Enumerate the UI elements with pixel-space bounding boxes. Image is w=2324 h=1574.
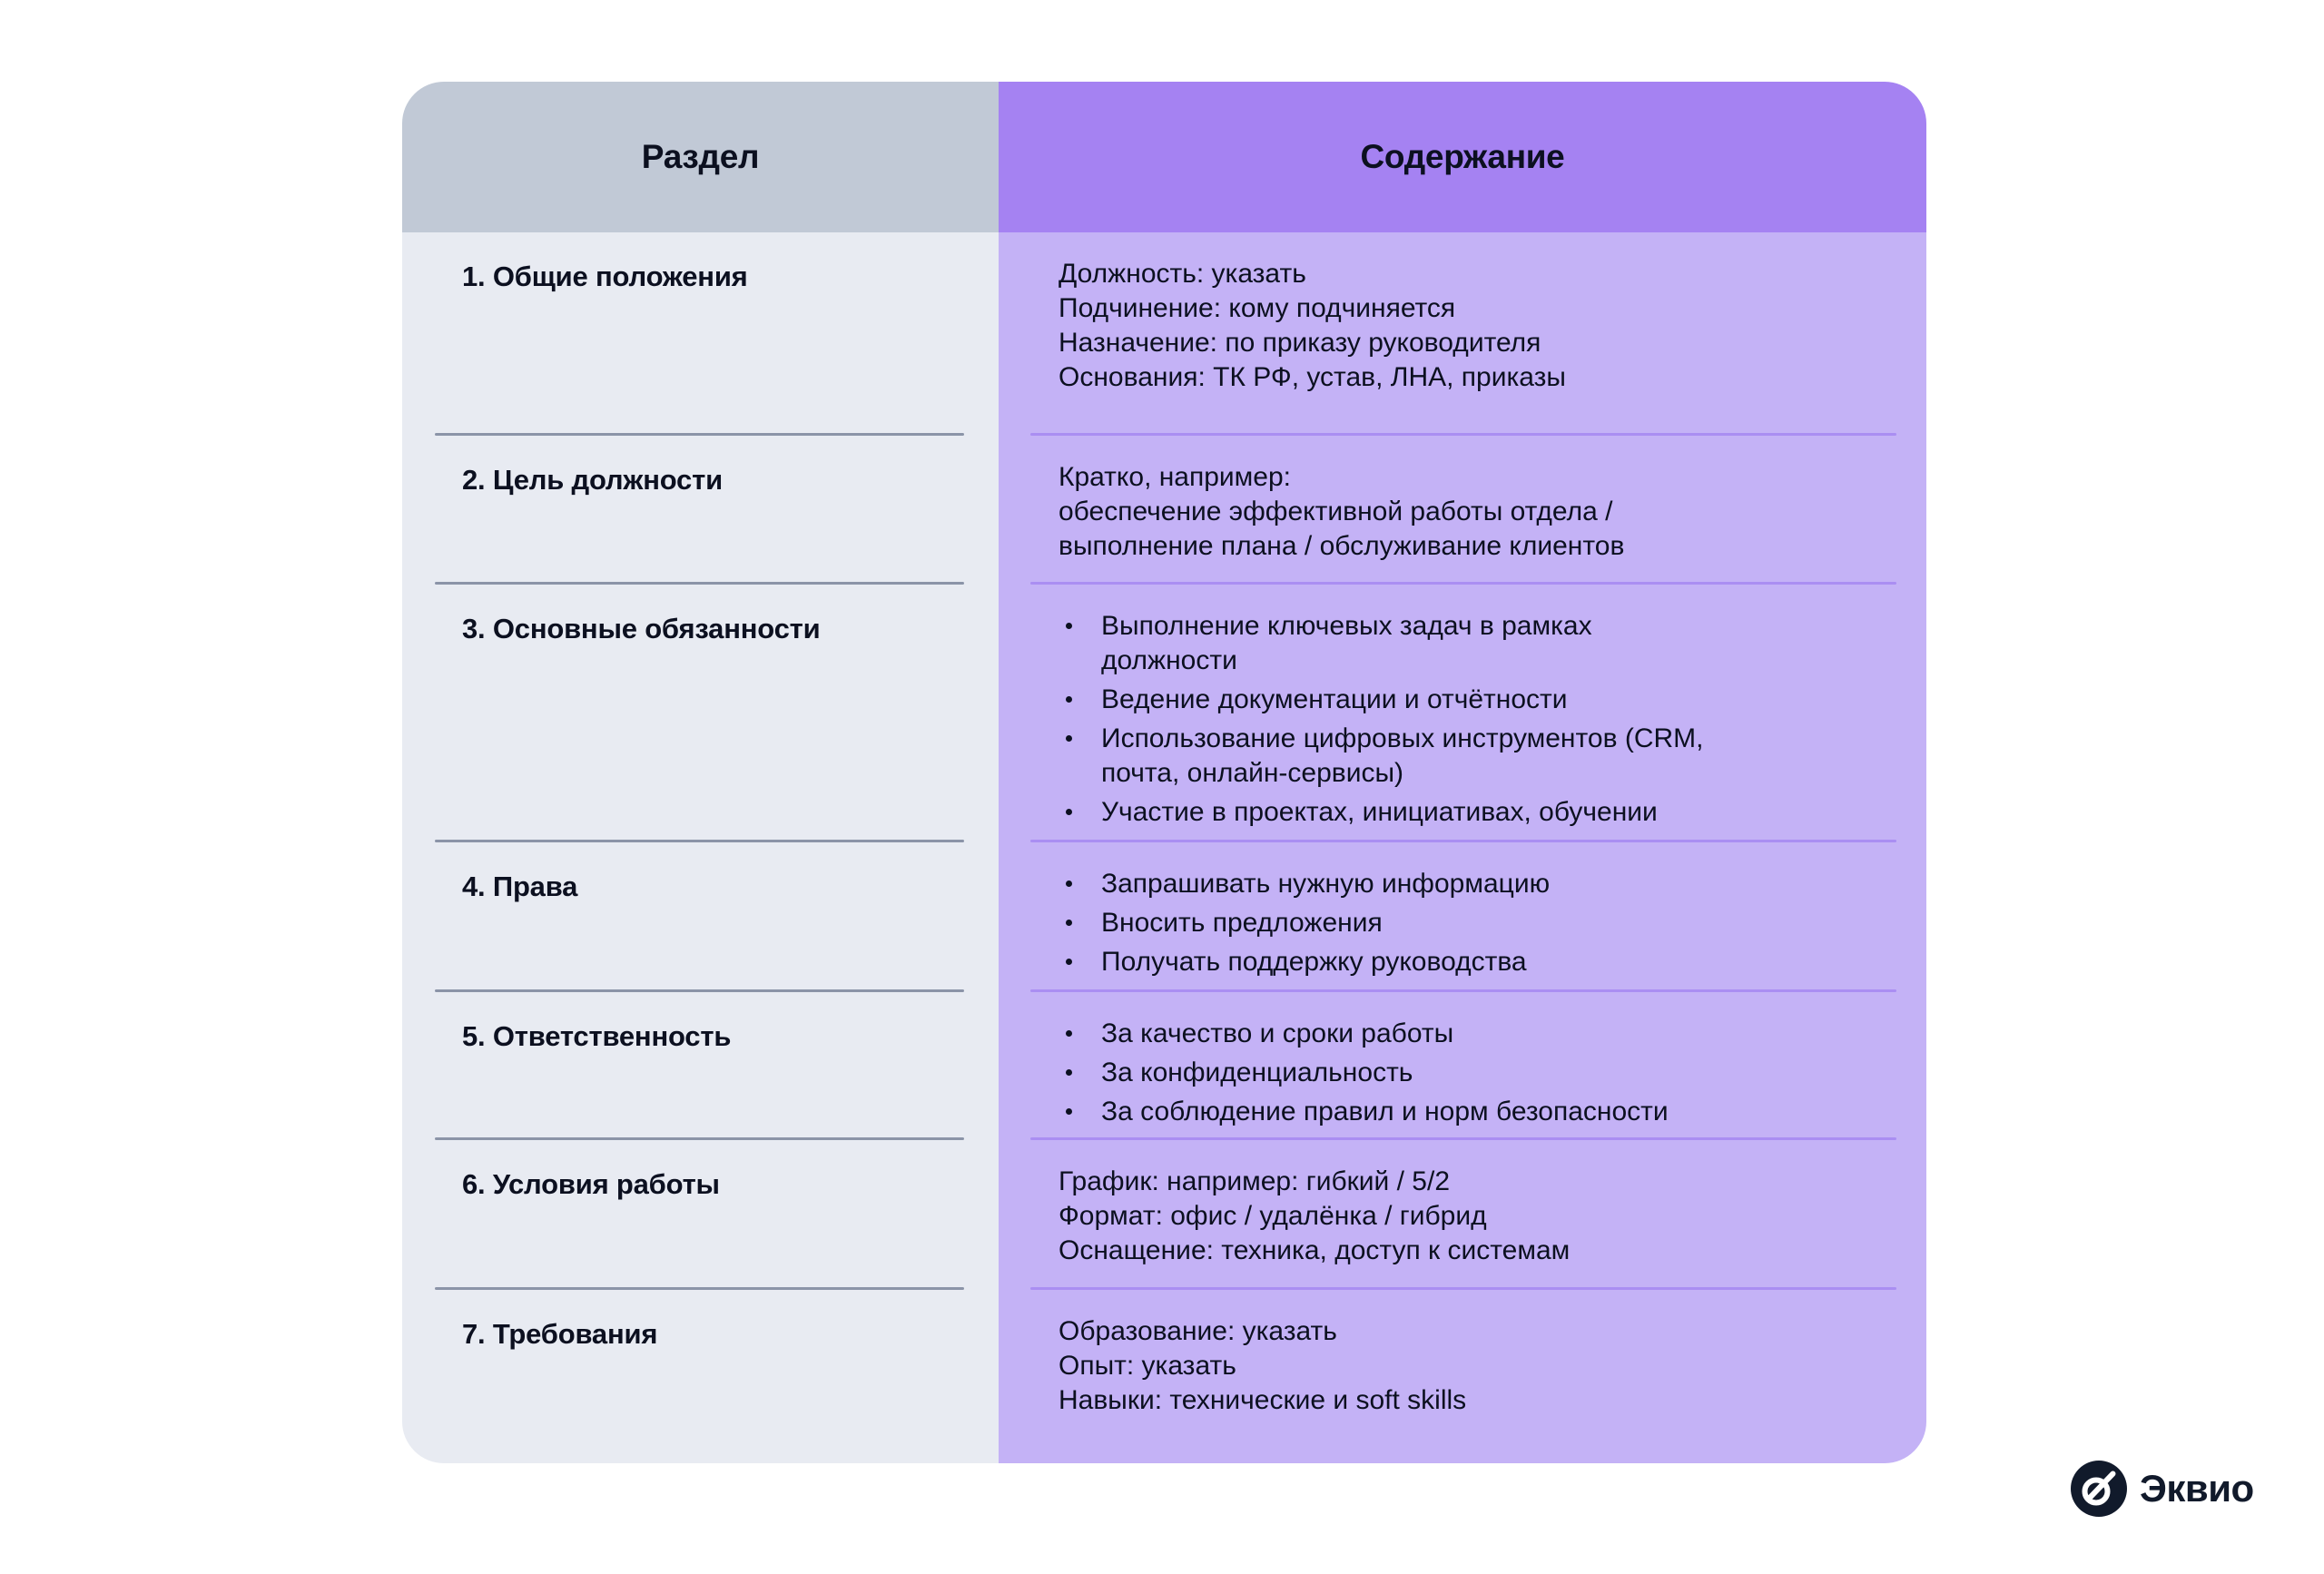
content-line: График: например: гибкий / 5/2 <box>1059 1166 1451 1196</box>
list-item: Получать поддержку руководства <box>1059 945 1890 979</box>
bullet-icon <box>1059 722 1101 791</box>
header-cell-content: Содержание <box>999 82 1926 232</box>
ekvio-logo-text: Эквио <box>2140 1467 2254 1510</box>
header-section-label: Раздел <box>641 138 760 175</box>
content-line: Оснащение: техника, доступ к системам <box>1059 1235 1571 1265</box>
content-line: выполнение плана / обслуживание клиентов <box>1059 531 1625 561</box>
section-title: 1. Общие положения <box>462 261 748 292</box>
section-title: 7. Требования <box>462 1318 658 1350</box>
content-cell-5: За качество и сроки работы За конфиденци… <box>999 992 1926 1140</box>
section-title: 4. Права <box>462 871 578 902</box>
ekvio-logo-icon <box>2071 1461 2127 1517</box>
bullet-icon <box>1059 1017 1101 1051</box>
bullet-text: Получать поддержку руководства <box>1101 947 1527 977</box>
bullet-text: Использование цифровых инструментов (CRM… <box>1101 723 1704 788</box>
bullet-icon <box>1059 945 1101 979</box>
list-item: Ведение документации и отчётности <box>1059 683 1890 717</box>
content-line: Образование: указать <box>1059 1316 1337 1346</box>
content-cell-1: Должность: указать Подчинение: кому подч… <box>999 232 1926 436</box>
bullet-text: Ведение документации и отчётности <box>1101 684 1568 714</box>
list-item: Использование цифровых инструментов (CRM… <box>1059 722 1890 791</box>
bullet-text: Вносить предложения <box>1101 908 1383 938</box>
content-line: Опыт: указать <box>1059 1351 1236 1381</box>
content-line: Основания: ТК РФ, устав, ЛНА, приказы <box>1059 362 1566 392</box>
ekvio-logo: Эквио <box>2070 1460 2254 1518</box>
list-item: Запрашивать нужную информацию <box>1059 867 1890 901</box>
section-title: 3. Основные обязанности <box>462 613 821 644</box>
section-cell-7: 7. Требования <box>402 1290 999 1463</box>
section-cell-1: 1. Общие положения <box>402 232 999 436</box>
section-cell-2: 2. Цель должности <box>402 436 999 585</box>
section-cell-6: 6. Условия работы <box>402 1140 999 1290</box>
content-cell-4: Запрашивать нужную информацию Вносить пр… <box>999 842 1926 992</box>
content-line: Кратко, например: <box>1059 462 1292 492</box>
content-cell-3: Выполнение ключевых задач в рамках должн… <box>999 585 1926 842</box>
content-line: Должность: указать <box>1059 259 1306 289</box>
content-line: Формат: офис / удалёнка / гибрид <box>1059 1201 1487 1231</box>
content-line: Подчинение: кому подчиняется <box>1059 293 1456 323</box>
bullet-icon <box>1059 609 1101 678</box>
list-item: Выполнение ключевых задач в рамках должн… <box>1059 609 1890 678</box>
list-item: Вносить предложения <box>1059 906 1890 940</box>
bullet-icon <box>1059 683 1101 717</box>
header-content-label: Содержание <box>1360 138 1565 175</box>
content-cell-7: Образование: указать Опыт: указать Навык… <box>999 1290 1926 1463</box>
bullet-icon <box>1059 1056 1101 1090</box>
section-title: 6. Условия работы <box>462 1168 720 1200</box>
content-cell-2: Кратко, например: обеспечение эффективно… <box>999 436 1926 585</box>
bullet-list: Запрашивать нужную информацию Вносить пр… <box>1059 867 1890 979</box>
bullet-text: За соблюдение правил и норм безопасности <box>1101 1097 1669 1126</box>
list-item: За конфиденциальность <box>1059 1056 1890 1090</box>
section-title: 2. Цель должности <box>462 464 723 496</box>
section-cell-3: 3. Основные обязанности <box>402 585 999 842</box>
bullet-text: Выполнение ключевых задач в рамках должн… <box>1101 611 1592 675</box>
bullet-text: За качество и сроки работы <box>1101 1018 1454 1048</box>
bullet-icon <box>1059 795 1101 830</box>
bullet-list: За качество и сроки работы За конфиденци… <box>1059 1017 1890 1129</box>
content-line: обеспечение эффективной работы отдела / <box>1059 497 1613 526</box>
section-cell-4: 4. Права <box>402 842 999 992</box>
list-item: За качество и сроки работы <box>1059 1017 1890 1051</box>
job-description-table: Раздел Содержание 1. Общие положения Дол… <box>402 82 1926 1463</box>
bullet-text: За конфиденциальность <box>1101 1058 1413 1087</box>
bullet-list: Выполнение ключевых задач в рамках должн… <box>1059 609 1890 830</box>
bullet-icon <box>1059 906 1101 940</box>
section-title: 5. Ответственность <box>462 1020 732 1052</box>
bullet-icon <box>1059 1095 1101 1129</box>
header-cell-section: Раздел <box>402 82 999 232</box>
bullet-text: Участие в проектах, инициативах, обучени… <box>1101 797 1658 827</box>
bullet-text: Запрашивать нужную информацию <box>1101 869 1551 899</box>
content-line: Навыки: технические и soft skills <box>1059 1385 1467 1415</box>
list-item: Участие в проектах, инициативах, обучени… <box>1059 795 1890 830</box>
content-cell-6: График: например: гибкий / 5/2 Формат: о… <box>999 1140 1926 1290</box>
section-cell-5: 5. Ответственность <box>402 992 999 1140</box>
bullet-icon <box>1059 867 1101 901</box>
content-line: Назначение: по приказу руководителя <box>1059 328 1541 358</box>
list-item: За соблюдение правил и норм безопасности <box>1059 1095 1890 1129</box>
